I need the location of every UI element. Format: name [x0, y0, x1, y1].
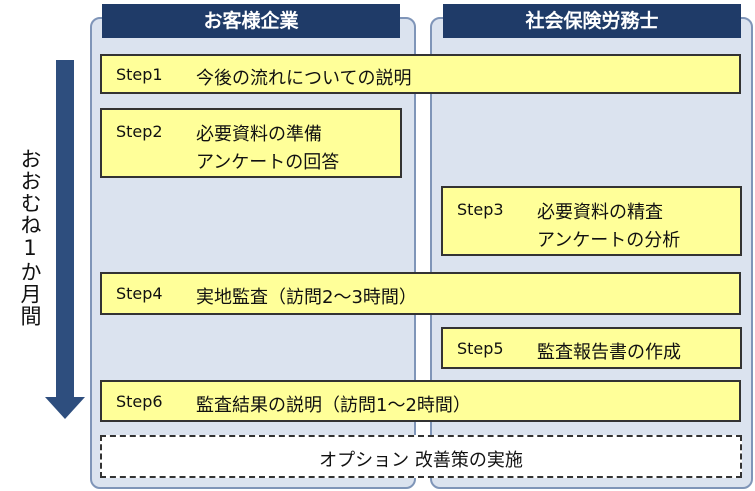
step3-text-line2: アンケートの分析	[537, 230, 681, 251]
step1-text: 今後の流れについての説明	[196, 68, 412, 89]
step5-box: Step5 監査報告書の作成	[441, 327, 742, 369]
step6-text: 監査結果の説明（訪問1～2時間）	[196, 395, 471, 416]
step2-box: Step2 必要資料の準備 アンケートの回答	[100, 108, 402, 178]
step3-text-line1: 必要資料の精査	[537, 202, 663, 223]
step2-text-line1: 必要資料の準備	[196, 124, 322, 145]
client-lane-header: お客様企業	[102, 4, 400, 38]
step4-box: Step4 実地監査（訪問2～3時間）	[100, 272, 741, 315]
step2-text-line2: アンケートの回答	[196, 152, 340, 173]
option-box: オプション 改善策の実施	[100, 435, 742, 478]
step1-number: Step1	[116, 65, 163, 84]
step1-box: Step1 今後の流れについての説明	[100, 54, 741, 94]
step5-text: 監査報告書の作成	[537, 342, 681, 363]
consultant-lane-header: 社会保険労務士	[443, 4, 741, 38]
step2-number: Step2	[116, 122, 163, 141]
option-text: オプション 改善策の実施	[319, 450, 523, 471]
duration-label: おおむね1か月間	[18, 148, 42, 327]
step5-number: Step5	[457, 339, 504, 358]
step4-number: Step4	[116, 284, 163, 303]
step3-box: Step3 必要資料の精査 アンケートの分析	[441, 186, 742, 256]
timeline-arrow-shaft	[56, 60, 74, 398]
step3-number: Step3	[457, 200, 504, 219]
timeline-arrow-head	[45, 397, 85, 419]
step4-text: 実地監査（訪問2～3時間）	[196, 287, 417, 308]
step6-number: Step6	[116, 392, 163, 411]
step6-box: Step6 監査結果の説明（訪問1～2時間）	[100, 380, 741, 422]
